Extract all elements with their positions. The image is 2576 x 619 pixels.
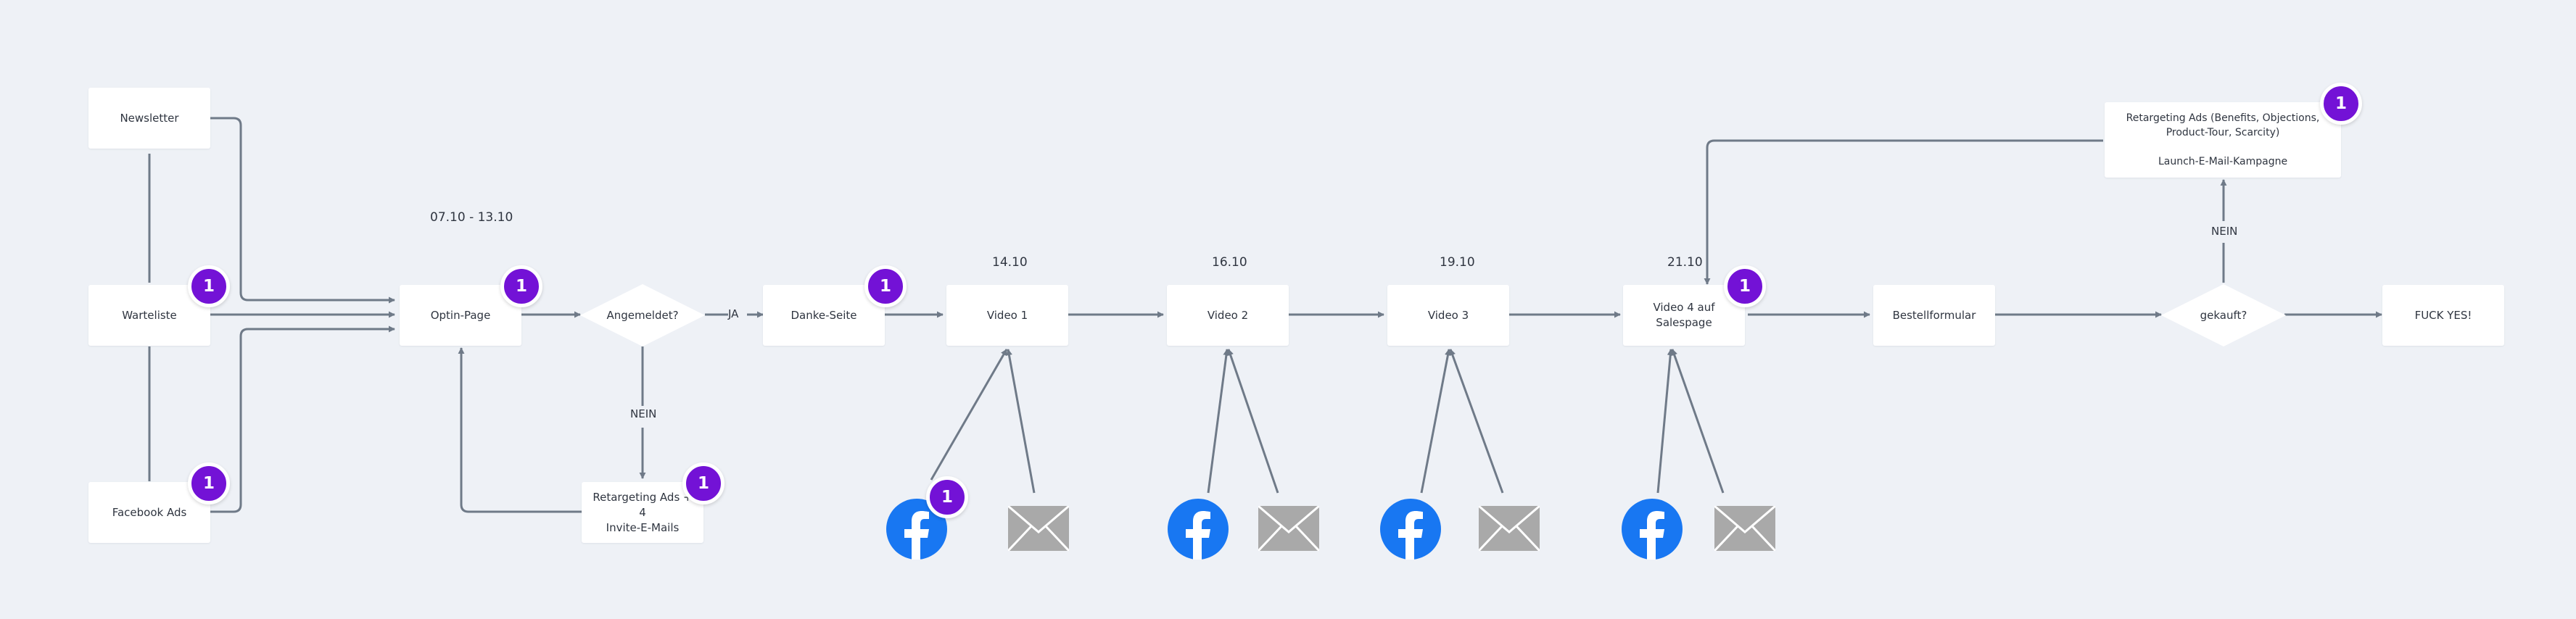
edge-fb-video1 [930,349,1008,481]
date-video3: 19.10 [1440,255,1475,270]
node-newsletter[interactable]: Newsletter [88,88,210,149]
node-danke-seite-label: Danke-Seite [790,308,857,322]
decision-gekauft-shape [2161,284,2286,346]
node-video1[interactable]: Video 1 [946,285,1068,346]
badge-danke-seite[interactable]: 1 [864,265,907,307]
badge-facebook-video1[interactable]: 1 [926,476,968,518]
node-retargeting-launch[interactable]: Retargeting Ads (Benefits, Objections, P… [2105,102,2341,178]
edge-mail-video3 [1449,349,1504,494]
node-optin-page[interactable]: Optin-Page [400,285,521,346]
badge-optin-page[interactable]: 1 [500,265,542,307]
badge-retargeting-invite[interactable]: 1 [682,462,724,504]
node-video4[interactable]: Video 4 auf Salespage [1623,285,1745,346]
edge-fb-video2 [1207,349,1230,494]
edge-fb-video3 [1420,349,1451,494]
mail-icon [1479,506,1540,551]
node-retargeting-invite-label: Retargeting Ads + 4 Invite-E-Mails [593,490,692,534]
node-fuck-yes[interactable]: FUCK YES! [2382,285,2504,346]
node-bestellformular-label: Bestellformular [1892,308,1976,322]
node-video2[interactable]: Video 2 [1167,285,1289,346]
edge-mail-video1 [1006,349,1036,494]
badge-facebook-ads[interactable]: 1 [188,462,230,504]
mail-icon [1258,506,1319,551]
node-optin-page-label: Optin-Page [430,308,491,322]
edge-mail-video2 [1227,349,1279,494]
node-newsletter-label: Newsletter [120,111,179,125]
edge-launch-video4 [1704,139,2103,285]
date-optin: 07.10 - 13.10 [430,210,513,225]
decision-angemeldet-label: Angemeldet? [606,309,679,322]
node-fuck-yes-label: FUCK YES! [2414,308,2472,322]
node-warteliste-label: Warteliste [122,308,177,322]
edge-retargeting-optin [458,347,582,513]
node-bestellformular[interactable]: Bestellformular [1873,285,1995,346]
decision-angemeldet-shape [580,284,705,346]
facebook-icon [1380,499,1441,560]
edge-fb-video4 [1656,349,1674,494]
badge-retargeting-launch[interactable]: 1 [2320,83,2362,125]
badge-video4[interactable]: 1 [1724,265,1766,307]
edge-newsletter-optin [210,117,395,304]
mail-icon [1008,506,1069,551]
facebook-icon [1622,499,1683,560]
decision-gekauft-label: gekauft? [2200,309,2247,322]
node-facebook-ads-label: Facebook Ads [112,505,187,519]
edge-label-nein-angemeldet: NEIN [630,407,657,420]
node-retargeting-launch-label: Retargeting Ads (Benefits, Objections, P… [2126,112,2320,167]
node-video3[interactable]: Video 3 [1387,285,1509,346]
facebook-icon [1168,499,1229,560]
date-video2: 16.10 [1212,255,1247,270]
node-video1-label: Video 1 [986,308,1028,322]
date-video1: 14.10 [992,255,1028,270]
decision-gekauft[interactable]: gekauft? [2161,284,2286,346]
edge-mail-video4 [1671,349,1725,494]
node-video4-label: Video 4 auf Salespage [1653,301,1715,329]
node-video3-label: Video 3 [1427,308,1469,322]
mail-icon [1714,506,1775,551]
node-video2-label: Video 2 [1207,308,1249,322]
edge-label-ja: JA [728,307,739,320]
date-video4: 21.10 [1667,255,1703,270]
facebook-icon [886,499,947,560]
decision-angemeldet[interactable]: Angemeldet? [580,284,705,346]
edge-facebook-optin [210,325,395,513]
badge-warteliste[interactable]: 1 [188,265,230,307]
node-danke-seite[interactable]: Danke-Seite [763,285,885,346]
node-retargeting-invite[interactable]: Retargeting Ads + 4 Invite-E-Mails [582,482,703,543]
edge-label-nein-gekauft: NEIN [2211,225,2238,238]
